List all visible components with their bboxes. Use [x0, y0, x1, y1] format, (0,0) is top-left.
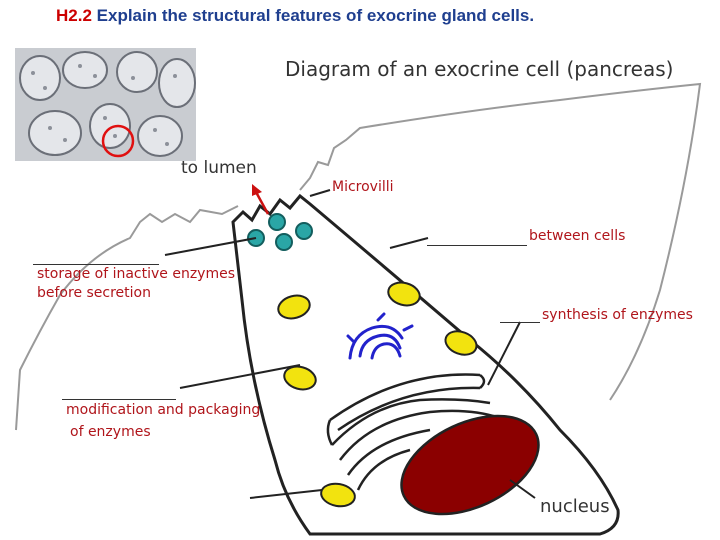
blank-synthesis — [500, 322, 540, 323]
blank-modification — [62, 399, 176, 400]
label-modification: modification and packaging — [66, 402, 261, 418]
ribosome-granules — [277, 281, 478, 508]
rough-er-folds — [326, 373, 501, 491]
label-microvilli: Microvilli — [332, 179, 394, 195]
label-synthesis: synthesis of enzymes — [542, 307, 693, 323]
blank-between-cells — [427, 245, 527, 246]
nucleus-shape — [400, 414, 540, 516]
blank-storage — [33, 264, 159, 265]
slide-title: H2.2 Explain the structural features of … — [56, 6, 534, 26]
label-to-lumen: to lumen — [181, 158, 257, 178]
label-storage: storage of inactive enzymes — [37, 266, 236, 282]
leader-lines — [164, 189, 536, 499]
label-before-secretion: before secretion — [37, 285, 151, 301]
label-of-enzymes: of enzymes — [70, 424, 151, 440]
tissue-micrograph-image — [15, 48, 196, 161]
label-nucleus: nucleus — [540, 496, 610, 517]
label-between-cells: between cells — [529, 228, 626, 244]
diagram-subtitle: Diagram of an exocrine cell (pancreas) — [285, 57, 674, 81]
lumen-arrow-line — [254, 191, 270, 215]
neighbour-cell-right-outline — [299, 82, 702, 401]
neighbour-cell-left-outline — [15, 205, 239, 431]
title-text: Explain the structural features of exocr… — [96, 6, 535, 25]
secretory-vesicles — [247, 213, 313, 251]
lumen-arrow-head — [252, 184, 262, 196]
title-code: H2.2 — [56, 6, 92, 25]
golgi-apparatus — [346, 312, 414, 360]
